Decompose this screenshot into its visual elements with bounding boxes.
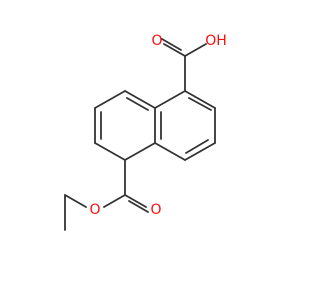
ring-double-bond <box>188 97 212 111</box>
ring-bond <box>124 142 156 161</box>
acid-c-o-double-bond-2 <box>161 38 182 51</box>
acid-c-oh-bond <box>184 43 207 57</box>
ring-bond <box>94 142 126 161</box>
ring-bond <box>124 90 156 109</box>
ring-bond <box>154 142 186 161</box>
acid-hydroxyl-label: OH <box>205 33 227 49</box>
ring-bond <box>184 142 216 161</box>
chemical-structure: O OH O O <box>64 33 227 231</box>
ester-c-o-single-bond <box>103 194 126 208</box>
atom-labels: O OH O O <box>89 33 226 218</box>
acid-c-o-double-bond <box>163 43 186 57</box>
structure-canvas: O OH O O <box>64 33 227 231</box>
ring-double-bond <box>185 139 209 154</box>
ring-double-bond <box>126 97 149 111</box>
acid-oxygen-label: O <box>151 33 162 49</box>
ring-bond <box>184 90 216 109</box>
ester-c-o-double-bond <box>124 194 147 208</box>
ester-ether-oxygen-label: O <box>89 202 100 218</box>
ester-carbonyl-oxygen-label: O <box>150 202 161 218</box>
ring-bond <box>94 90 126 109</box>
ester-o-ethyl-bond <box>64 194 87 208</box>
bond-group <box>64 38 216 231</box>
ester-c-o-double-bond-2 <box>128 200 149 213</box>
ring-bond <box>154 90 186 109</box>
